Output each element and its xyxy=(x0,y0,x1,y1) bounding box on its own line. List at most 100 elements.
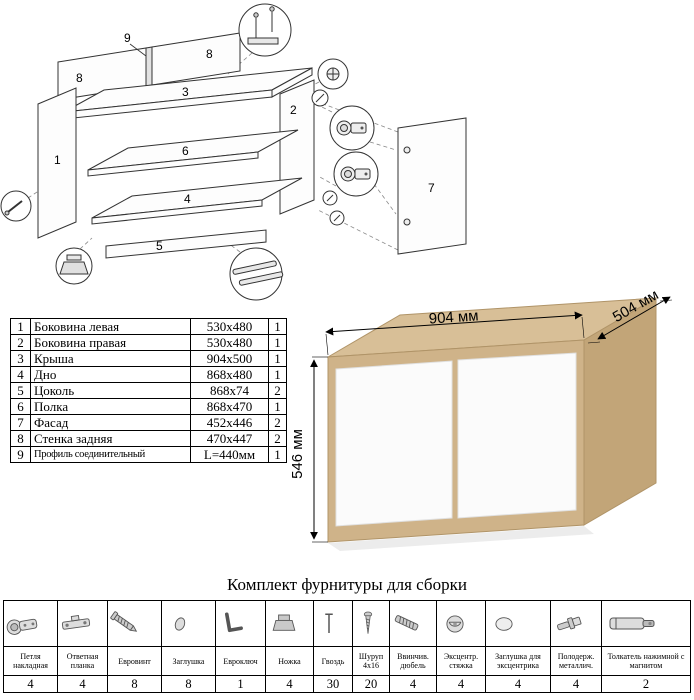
part-size: 868x480 xyxy=(190,366,269,383)
table-row: 2 Боковина правая 530x480 1 xyxy=(10,334,287,351)
cap-icon xyxy=(174,616,186,631)
hardware-label: Толкатель нажимной с магнитом xyxy=(601,646,691,676)
part-name: Профиль соединительный xyxy=(30,446,191,463)
part-qty: 2 xyxy=(268,430,287,447)
part-size: 904x500 xyxy=(190,350,269,367)
panel-top-side-edge xyxy=(271,67,313,98)
hardware-label: Заглушка xyxy=(161,646,216,676)
hardware-labels-row: Петля накладная Ответная планка Евровинт… xyxy=(3,646,691,676)
part-number: 5 xyxy=(10,382,31,399)
part-name: Дно xyxy=(30,366,191,383)
callout-hinge-top xyxy=(329,105,375,151)
hardware-qty: 4 xyxy=(265,675,314,693)
screw-icon xyxy=(363,611,373,634)
part-qty: 1 xyxy=(268,366,287,383)
table-row: 7 Фасад 452x446 2 xyxy=(10,414,287,431)
part-qty: 1 xyxy=(268,446,287,463)
part-qty: 1 xyxy=(268,350,287,367)
hex-key-icon xyxy=(225,612,243,632)
part-name: Цоколь xyxy=(30,382,191,399)
hardware-qty: 8 xyxy=(107,675,162,693)
part-number: 1 xyxy=(10,318,31,335)
part-label-1: 1 xyxy=(54,153,61,167)
screw-detail-2 xyxy=(322,190,338,206)
part-number: 6 xyxy=(10,398,31,415)
label-9-leader-line xyxy=(129,43,147,57)
part-label-5: 5 xyxy=(156,239,163,253)
part-label-2: 2 xyxy=(290,103,297,117)
panel-back-right xyxy=(151,32,241,86)
hardware-qty: 2 xyxy=(601,675,691,693)
part-name: Боковина левая xyxy=(30,318,191,335)
part-label-8a: 8 xyxy=(76,71,83,85)
part-size: 868x470 xyxy=(190,398,269,415)
part-size: 470x447 xyxy=(190,430,269,447)
part-number: 3 xyxy=(10,350,31,367)
cam-cap-icon xyxy=(495,616,513,631)
hardware-label: Шуруп 4x16 xyxy=(352,646,390,676)
hardware-table: Петля накладная Ответная планка Евровинт… xyxy=(3,600,691,693)
table-row: 3 Крыша 904x500 1 xyxy=(10,350,287,367)
screw-detail-1 xyxy=(311,89,329,107)
push-latch-icon xyxy=(609,617,655,629)
callout-foot-detail xyxy=(55,247,93,285)
hinge-icon xyxy=(6,618,38,635)
callout-connector-detail xyxy=(238,3,292,57)
part-size: 452x446 xyxy=(190,414,269,431)
hardware-label: Ножка xyxy=(265,646,314,676)
shelf-support-icon xyxy=(557,616,582,630)
callout-profile-detail xyxy=(229,247,284,301)
panel-door xyxy=(397,117,467,255)
part-name: Фасад xyxy=(30,414,191,431)
callout-corner-detail xyxy=(0,190,32,222)
dim-width-label: 904 мм xyxy=(428,307,479,327)
part-number: 4 xyxy=(10,366,31,383)
part-label-4: 4 xyxy=(184,192,191,206)
part-qty: 1 xyxy=(268,318,287,335)
foot-icon xyxy=(272,614,296,631)
panel-side-left xyxy=(37,87,77,239)
part-label-6: 6 xyxy=(182,144,189,158)
hardware-label: Ввинчив. дюбель xyxy=(389,646,437,676)
cabinet-left-door xyxy=(335,360,453,527)
hardware-qty: 4 xyxy=(550,675,602,693)
part-size: L=440мм xyxy=(190,446,269,463)
callout-cam-detail xyxy=(317,58,349,90)
hardware-label: Эксцентр. стяжка xyxy=(436,646,486,676)
hardware-qty-row: 4 4 8 8 1 4 30 20 4 4 4 4 2 xyxy=(3,675,691,693)
part-qty: 2 xyxy=(268,414,287,431)
door-hinge-hole-bottom xyxy=(403,218,411,226)
screw-detail-3 xyxy=(329,210,345,226)
table-row: 9 Профиль соединительный L=440мм 1 xyxy=(10,446,287,463)
hardware-qty: 4 xyxy=(3,675,58,693)
part-qty: 1 xyxy=(268,398,287,415)
part-label-8b: 8 xyxy=(206,47,213,61)
strike-plate-icon xyxy=(61,614,91,630)
part-number: 8 xyxy=(10,430,31,447)
hardware-label: Полодерж. металлич. xyxy=(550,646,602,676)
hardware-qty: 4 xyxy=(57,675,108,693)
door-hinge-hole-top xyxy=(403,146,411,154)
hardware-kit-title: Комплект фурнитуры для сборки xyxy=(227,575,467,594)
hardware-qty: 30 xyxy=(313,675,353,693)
part-size: 530x480 xyxy=(190,334,269,351)
confirmat-screw-icon xyxy=(110,610,138,632)
part-label-3: 3 xyxy=(182,85,189,99)
part-number: 7 xyxy=(10,414,31,431)
dimension-lines xyxy=(310,296,673,543)
hardware-label: Евровинт xyxy=(107,646,162,676)
threaded-dowel-icon xyxy=(394,614,419,630)
table-row: 6 Полка 868x470 1 xyxy=(10,398,287,415)
part-size: 530x480 xyxy=(190,318,269,335)
hardware-label: Евроключ xyxy=(215,646,266,676)
part-number: 2 xyxy=(10,334,31,351)
table-row: 4 Дно 868x480 1 xyxy=(10,366,287,383)
nail-icon xyxy=(325,613,333,633)
cabinet-render: 904 мм 504 мм 546 мм xyxy=(289,286,673,551)
cabinet-shadow xyxy=(328,526,594,551)
part-name: Полка xyxy=(30,398,191,415)
hardware-label: Гвоздь xyxy=(313,646,353,676)
panel-shelf-front-edge xyxy=(87,151,259,177)
part-label-9: 9 xyxy=(124,31,131,45)
part-label-7: 7 xyxy=(428,181,435,195)
